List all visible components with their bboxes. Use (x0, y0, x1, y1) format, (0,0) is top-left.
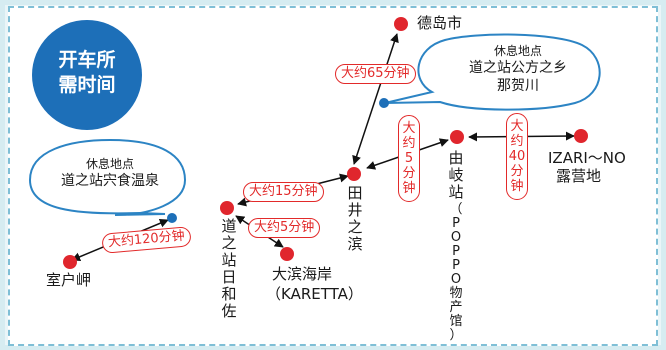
place-label-karetta: （KARETTA） (266, 285, 363, 303)
title-badge: 开车所 需时间 (32, 20, 142, 130)
place-label-izari-1: IZARI～NO (548, 149, 626, 167)
place-label-hiwasa: 道之站日和佐 (221, 217, 237, 320)
place-label-izari-2: 露营地 (556, 167, 602, 185)
route-line-65 (352, 33, 399, 165)
time-label-15: 大约15分钟 (243, 182, 324, 202)
place-label-yuki: 由岐站 (448, 149, 464, 201)
rest-bubble-left (28, 138, 187, 216)
time-label-65: 大约65分钟 (335, 64, 416, 84)
place-dot-murotomisaki (63, 255, 77, 269)
place-label-tainohama: 田井之滨 (347, 184, 363, 253)
rest-name: 道之站宍食温泉 (61, 173, 159, 189)
place-label-murotomisaki: 室户岬 (46, 271, 92, 289)
rest-heading: 休息地点 (493, 44, 542, 58)
rest-heading: 休息地点 (85, 157, 134, 171)
rest-stop-left: 休息地点 道之站宍食温泉 (40, 156, 180, 190)
title-line-2: 需时间 (58, 74, 116, 96)
place-label-tokushima: 德岛市 (417, 14, 463, 32)
rest-dot-left (167, 213, 177, 223)
place-dot-ohama (280, 247, 294, 261)
place-dot-tainohama (347, 167, 361, 181)
title-line-1: 开车所 (58, 49, 116, 71)
place-dot-tokushima (394, 17, 408, 31)
rest-name: 道之站公方之乡 (469, 60, 567, 76)
rest-name: 那贺川 (497, 78, 539, 94)
time-label-5h: 大约5分钟 (248, 218, 321, 238)
place-label-ohama: 大滨海岸 (272, 265, 333, 283)
place-dot-izari (574, 129, 588, 143)
rest-bubble-right-shape (384, 33, 601, 111)
rest-dot-right (379, 98, 389, 108)
rest-stop-right: 休息地点 道之站公方之乡 那贺川 (438, 43, 598, 95)
place-dot-hiwasa (220, 201, 234, 215)
place-dot-yuki (450, 130, 464, 144)
